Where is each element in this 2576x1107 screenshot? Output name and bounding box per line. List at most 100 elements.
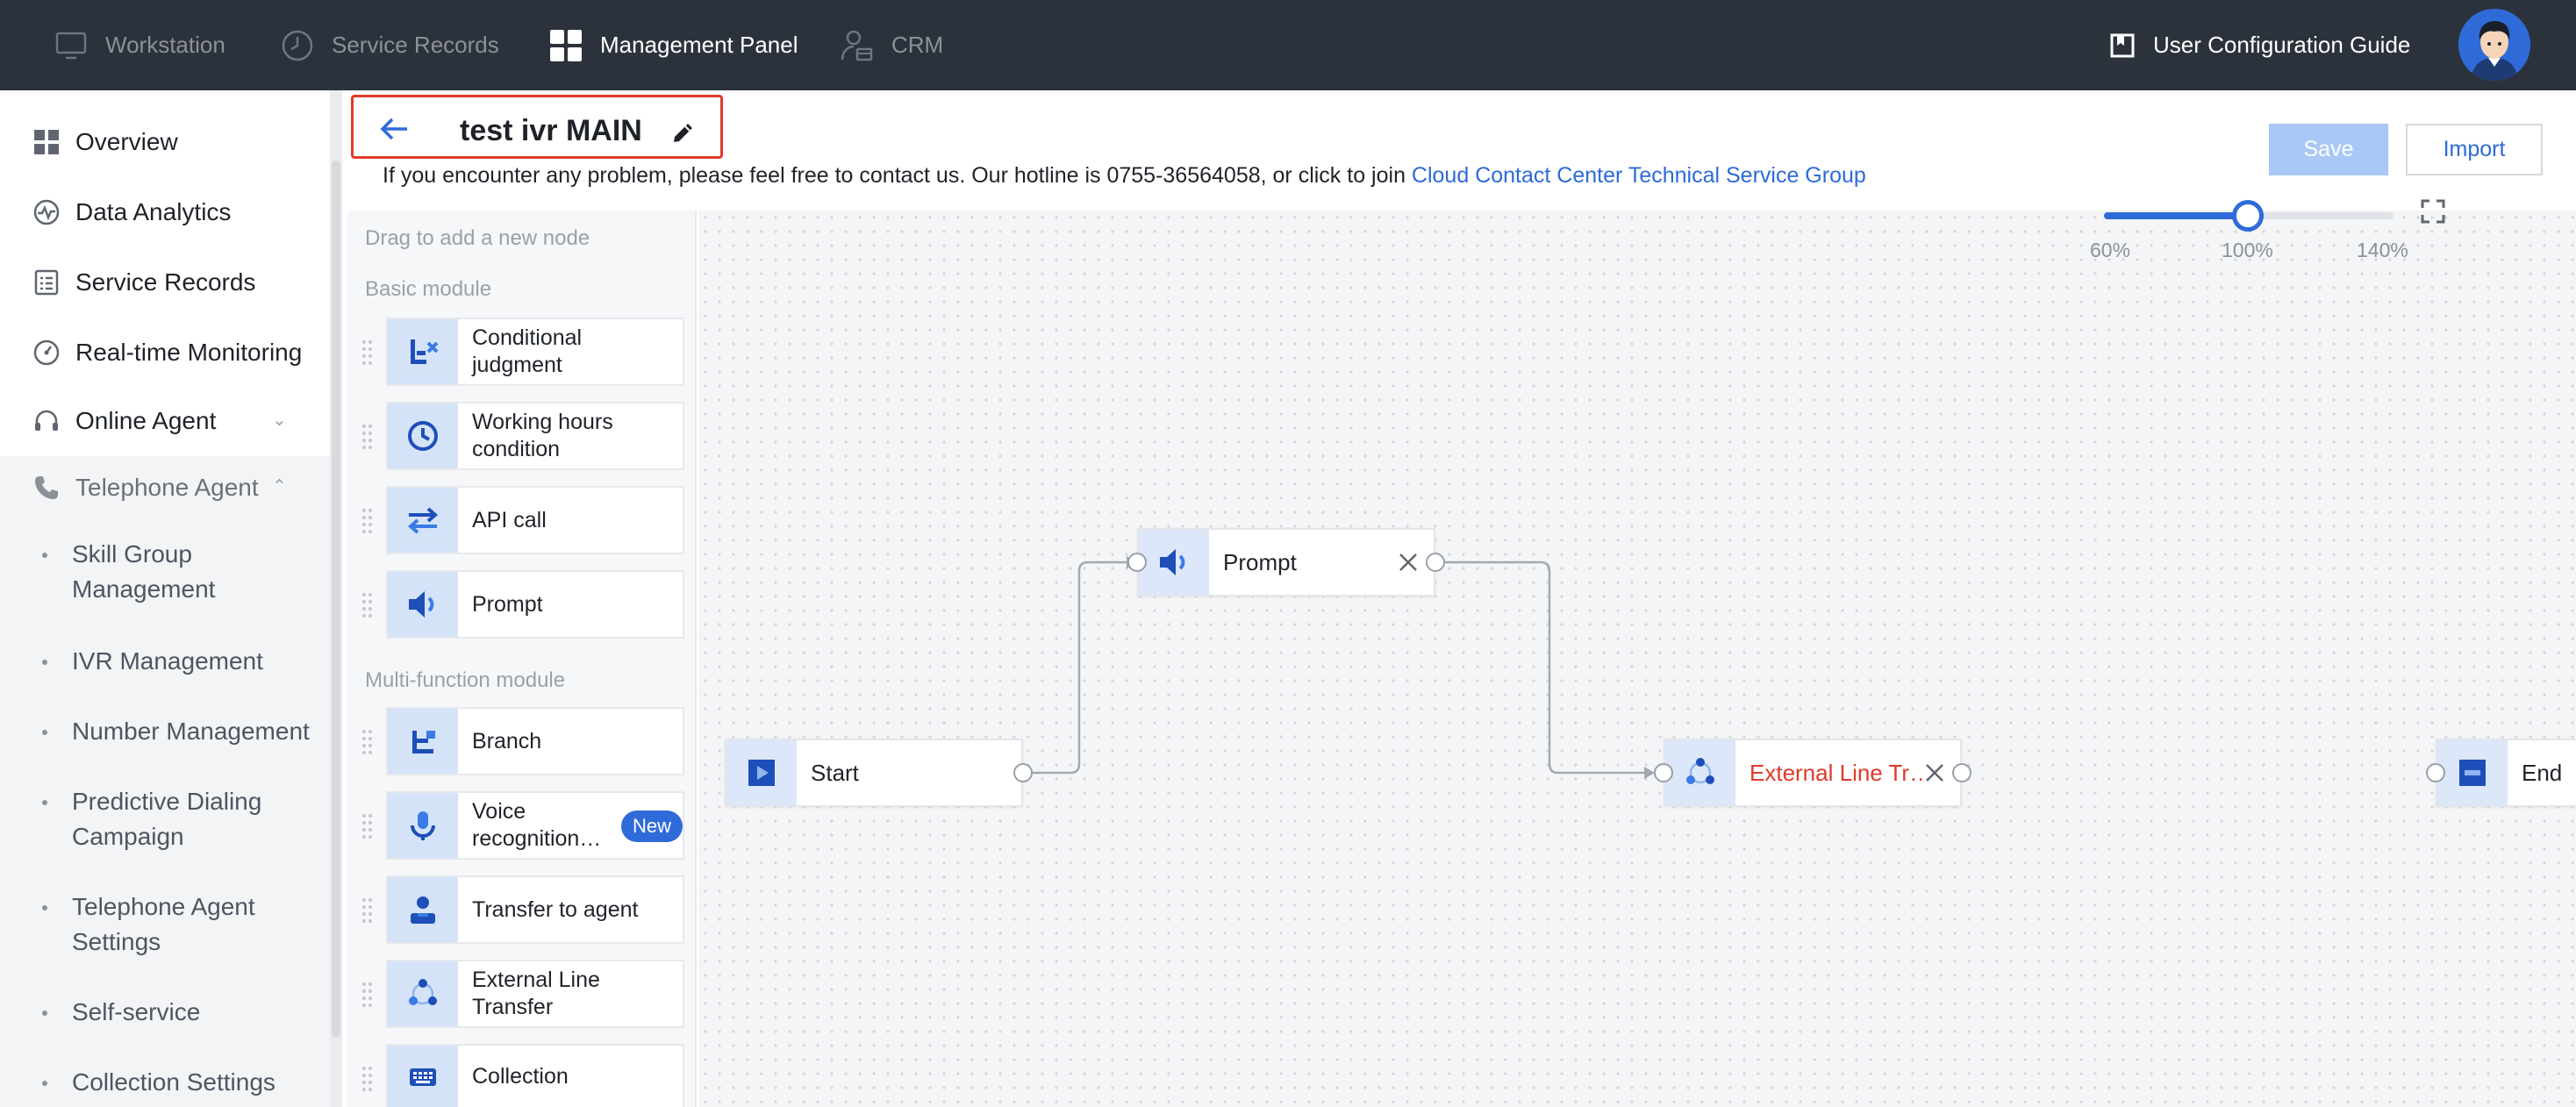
nav-crm-label: CRM (891, 32, 944, 58)
node-input-port[interactable] (2426, 763, 2445, 782)
zoom-slider-handle[interactable] (2232, 200, 2264, 232)
flow-node-prompt[interactable]: Prompt (1137, 528, 1435, 596)
module-collection[interactable]: Collection (386, 1044, 684, 1107)
speaker-icon (1139, 530, 1209, 595)
drag-handle-icon[interactable] (361, 340, 374, 365)
module-conditional-judgment[interactable]: Conditional judgment (386, 318, 684, 386)
share-nodes-icon (1665, 740, 1735, 805)
drag-handle-icon[interactable] (361, 730, 374, 754)
sidebar-item-online-agent[interactable]: Online Agent (0, 402, 330, 440)
pencil-edit-icon[interactable] (670, 119, 697, 146)
close-icon[interactable] (1397, 551, 1420, 574)
node-label: Start (811, 759, 859, 786)
phone-icon (32, 473, 61, 503)
back-arrow-icon[interactable] (379, 116, 409, 142)
node-output-port[interactable] (1426, 553, 1445, 572)
sidebar-item-real-time-monitoring[interactable]: Real-time Monitoring (0, 333, 330, 372)
submenu-label: Predictive Dialing Campaign (72, 788, 262, 850)
sidebar-scrollbar[interactable] (330, 90, 342, 1107)
gauge-icon (32, 338, 61, 368)
drag-handle-icon[interactable] (361, 593, 374, 618)
node-output-port[interactable] (1952, 763, 1971, 782)
zoom-max-label: 140% (2357, 239, 2408, 261)
save-button[interactable]: Save (2269, 124, 2388, 175)
module-label: Transfer to agent (472, 896, 639, 922)
page-title: test ivr MAIN (460, 114, 642, 147)
clock-icon (388, 404, 458, 468)
module-external-line-transfer[interactable]: External Line Transfer (386, 960, 684, 1028)
technical-service-group-link[interactable]: Cloud Contact Center Technical Service G… (1411, 163, 1866, 188)
node-input-port[interactable] (1654, 763, 1673, 782)
node-label: End (2522, 759, 2563, 786)
drag-handle-icon[interactable] (361, 898, 374, 923)
module-label: Working hours condition (472, 410, 613, 461)
sidebar-subitem-telephone-agent-settings[interactable]: Telephone Agent Settings (0, 889, 330, 963)
nav-management-panel-label: Management Panel (600, 32, 798, 58)
grid-icon (547, 27, 584, 64)
user-avatar-icon[interactable] (2458, 9, 2530, 81)
drag-handle-icon[interactable] (361, 814, 374, 839)
module-transfer-to-agent[interactable]: Transfer to agent (386, 875, 684, 944)
node-output-port[interactable] (1013, 763, 1033, 782)
stop-icon (2437, 740, 2508, 805)
sidebar-subitem-collection-settings[interactable]: Collection Settings (0, 1065, 330, 1100)
sidebar-item-overview[interactable]: Overview (0, 123, 330, 161)
user-configuration-guide-link[interactable]: User Configuration Guide (2109, 0, 2410, 90)
clock-icon (279, 27, 316, 64)
nav-service-records-label: Service Records (332, 32, 499, 58)
sidebar-subitem-ivr-management[interactable]: IVR Management (0, 644, 330, 679)
drag-handle-icon[interactable] (361, 982, 374, 1007)
module-api-call[interactable]: API call (386, 486, 684, 554)
palette-hint: Drag to add a new node (365, 226, 590, 250)
nav-service-records[interactable]: Service Records (279, 0, 499, 90)
title-highlight-box (351, 95, 723, 159)
sidebar-item-telephone-agent[interactable]: Telephone Agent (0, 456, 330, 519)
drag-handle-icon[interactable] (361, 509, 374, 533)
flow-node-start[interactable]: Start (725, 739, 1023, 807)
module-working-hours-condition[interactable]: Working hours condition (386, 402, 684, 470)
fullscreen-icon[interactable] (2420, 198, 2446, 225)
module-branch[interactable]: Branch (386, 707, 684, 775)
module-label: Collection (472, 1063, 569, 1089)
submenu-label: Self-service (72, 998, 201, 1025)
sidebar-item-label: Overview (75, 128, 178, 155)
bullet-dot (42, 1081, 47, 1086)
module-voice-recognition[interactable]: Voice recognition… (386, 791, 684, 860)
sidebar-item-service-records[interactable]: Service Records (0, 263, 330, 302)
sidebar-item-data-analytics[interactable]: Data Analytics (0, 193, 330, 232)
flow-canvas[interactable] (698, 211, 2576, 1107)
basic-module-title: Basic module (365, 277, 492, 301)
submenu-label: Skill Group Management (72, 540, 216, 603)
nav-workstation[interactable]: Workstation (53, 0, 225, 90)
import-button[interactable]: Import (2406, 124, 2543, 175)
zoom-slider-fill (2104, 212, 2248, 219)
module-label: Voice recognition… (472, 799, 602, 851)
flow-node-external-line-transfer[interactable]: External Line Tr… (1664, 739, 1962, 807)
nav-crm[interactable]: CRM (839, 0, 943, 90)
chevron-up-icon[interactable]: ⌄ (272, 475, 287, 494)
sidebar-item-label: Online Agent (75, 407, 217, 434)
help-hint: If you encounter any problem, please fee… (383, 163, 1866, 189)
chevron-down-icon[interactable]: ⌄ (272, 411, 287, 430)
speaker-icon (388, 572, 458, 637)
guide-label: User Configuration Guide (2153, 32, 2411, 58)
headset-icon (32, 406, 61, 436)
sidebar-subitem-predictive-dialing-campaign[interactable]: Predictive Dialing Campaign (0, 784, 330, 858)
drag-handle-icon[interactable] (361, 425, 374, 449)
branch-icon (388, 709, 458, 774)
new-badge: New (621, 811, 683, 842)
nav-management-panel[interactable]: Management Panel (547, 0, 798, 90)
sidebar-subitem-skill-group-management[interactable]: Skill Group Management (0, 537, 330, 611)
drag-handle-icon[interactable] (361, 1067, 374, 1091)
keyboard-icon (388, 1046, 458, 1107)
close-icon[interactable] (1923, 761, 1946, 784)
top-navigation-bar: Workstation Service Records Management P… (0, 0, 2576, 90)
sidebar-subitem-self-service[interactable]: Self-service (0, 995, 330, 1030)
sidebar-subitem-number-management[interactable]: Number Management (0, 714, 330, 749)
node-input-port[interactable] (1127, 553, 1147, 572)
sidebar-item-label: Service Records (75, 268, 256, 296)
module-label: Conditional judgment (472, 325, 583, 377)
module-prompt[interactable]: Prompt (386, 570, 684, 639)
flow-node-end[interactable]: End (2436, 739, 2576, 807)
sidebar-scrollbar-thumb[interactable] (332, 161, 340, 1038)
